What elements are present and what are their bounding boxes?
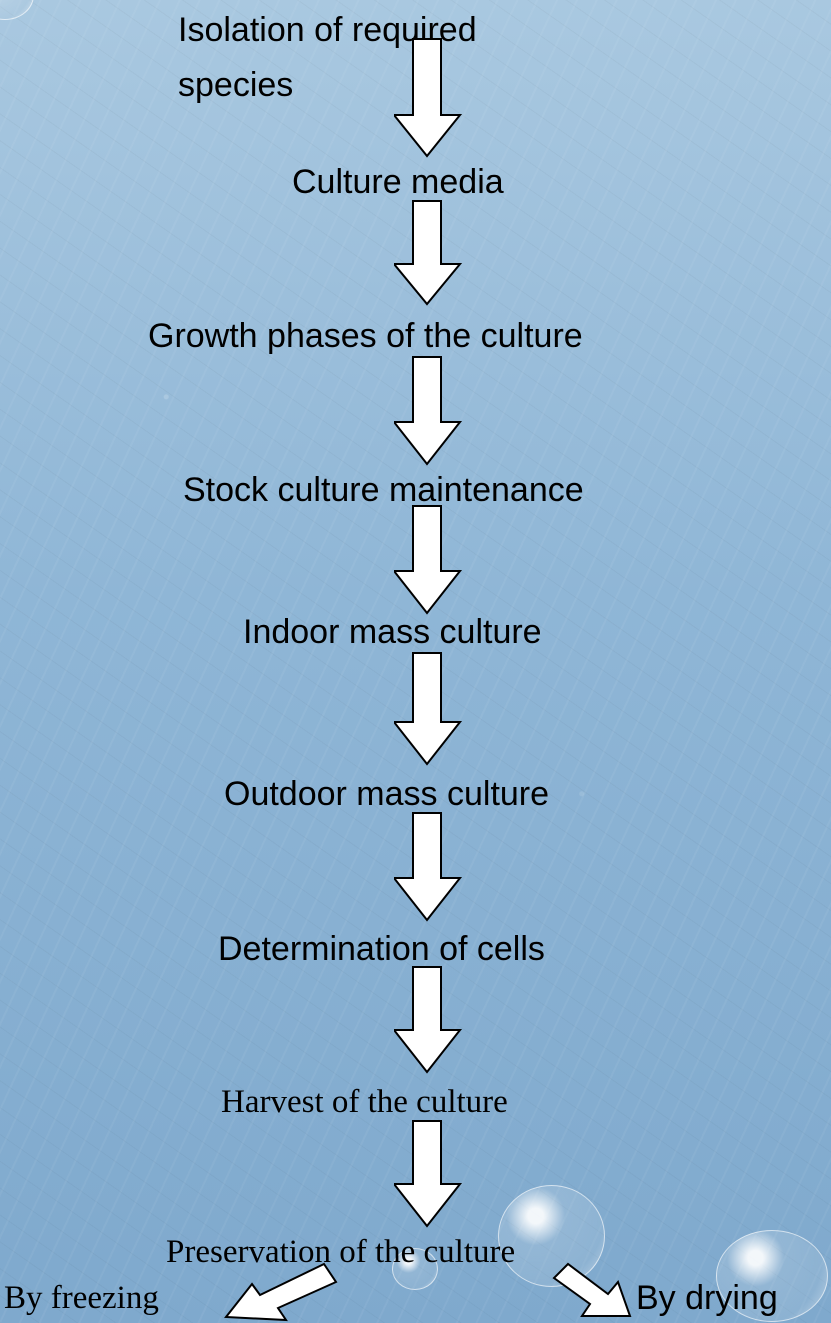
arrow-down-right-icon	[552, 1262, 632, 1317]
arrow-down-icon	[394, 505, 463, 615]
step-determination-of-cells: Determination of cells	[218, 930, 545, 968]
step-indoor-mass-culture: Indoor mass culture	[243, 613, 542, 651]
water-drop-decoration	[498, 1185, 605, 1287]
step-harvest: Harvest of the culture	[221, 1084, 508, 1120]
arrow-down-icon	[394, 652, 463, 766]
step-stock-culture: Stock culture maintenance	[183, 471, 584, 509]
arrow-down-icon	[394, 1120, 463, 1228]
water-drop-decoration	[392, 1248, 438, 1290]
step-culture-media: Culture media	[292, 163, 504, 201]
step-isolation-line2: species	[178, 66, 294, 104]
step-growth-phases: Growth phases of the culture	[148, 317, 583, 355]
arrow-down-icon	[394, 966, 463, 1074]
arrow-down-icon	[394, 356, 463, 466]
arrow-down-left-icon	[224, 1262, 338, 1322]
step-preservation: Preservation of the culture	[166, 1234, 516, 1270]
water-drop-decoration	[0, 0, 34, 20]
arrow-down-icon	[394, 812, 463, 922]
step-outdoor-mass-culture: Outdoor mass culture	[224, 775, 550, 813]
arrow-down-icon	[394, 38, 463, 158]
water-drop-decoration	[716, 1230, 828, 1322]
branch-by-drying: By drying	[636, 1279, 778, 1317]
branch-by-freezing: By freezing	[4, 1280, 159, 1316]
arrow-down-icon	[394, 200, 463, 306]
